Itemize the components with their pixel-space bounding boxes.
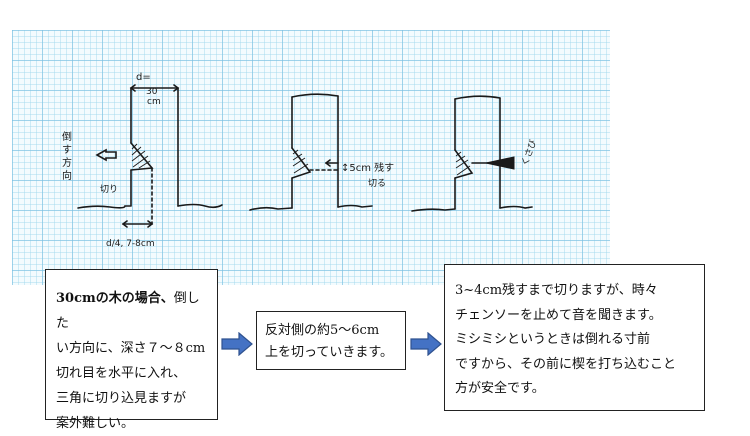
step-1-line: い方向に、深さ７～８cm	[56, 341, 206, 356]
step-3-line: ミシミシというときは倒れる寸前	[455, 332, 651, 347]
width-label-num: 30	[146, 87, 158, 97]
figure-3-wedge	[411, 95, 533, 212]
step-1-line: 切れ目を水平に入れ、	[56, 366, 187, 381]
fall-dir-char-4: 向	[62, 169, 72, 182]
fall-arrow	[95, 148, 117, 162]
step-2-box: 反対側の約5～6cm 上を切っていきます。	[256, 311, 406, 370]
width-label-top: d=	[136, 72, 151, 83]
cut-label-1: 切り	[100, 184, 118, 195]
step-3-line: 方が安全です。	[455, 381, 545, 396]
trunk-top-2	[291, 93, 339, 98]
step-2-line: 上を切っていきます。	[265, 345, 394, 360]
trunk-top-3	[454, 95, 501, 100]
step-3-line: 3~4cm残すまで切りますが、時々	[455, 283, 658, 298]
notch-3	[454, 149, 474, 179]
notch-hatch-1	[131, 143, 151, 169]
notch-2	[291, 147, 312, 179]
right-arrow-icon	[221, 332, 253, 356]
figure-1-notch-cut	[77, 84, 223, 228]
step-1-box: 30cmの木の場合、倒した い方向に、深さ７～８cm 切れ目を水平に入れ、 三角…	[45, 269, 218, 431]
step-3-box: 3~4cm残すまで切りますが、時々 チェンソーを止めて音を聞きます。 ミシミシと…	[444, 264, 705, 411]
right-arrow-icon	[410, 332, 442, 356]
width-label-unit: cm	[147, 97, 161, 107]
step-1-bold-text: 30cmの木の場合、	[56, 291, 174, 306]
depth-label: d/4, 7-8cm	[106, 239, 155, 249]
figure-2-back-cut	[249, 93, 373, 211]
step-3-line: チェンソーを止めて音を聞きます。	[455, 307, 662, 323]
step-1-line: 案外難しい。	[56, 416, 135, 431]
notch-hatch-3	[455, 151, 471, 176]
cut-label-2: 切る	[368, 178, 386, 189]
step-1-text: 倒した	[56, 291, 200, 331]
wedge-label: くさび	[519, 138, 539, 167]
step-2-line: 反対側の約5～6cm	[265, 323, 380, 338]
ground-line-3b	[499, 205, 533, 209]
step-1-line: 三角に切り込見ますが	[56, 391, 187, 406]
step-1-line: 30cmの木の場合、倒した	[56, 286, 209, 336]
ground-line-3	[411, 208, 456, 212]
notch-hatch-2	[292, 149, 309, 174]
back-cut-label: ↕5cm 残す	[341, 161, 394, 174]
ground-line-2	[249, 206, 293, 211]
fall-dir-char-1: 倒	[62, 131, 72, 143]
fall-dir-char-3: 方	[62, 156, 72, 169]
ground-line-2b	[337, 204, 373, 208]
ground-line-1	[77, 205, 131, 209]
fall-dir-char-2: す	[62, 144, 72, 156]
wedge-shape	[485, 156, 515, 170]
step-3-line: ですから、その前に楔を打ち込むこと	[455, 356, 677, 372]
ground-line-1b	[177, 203, 223, 209]
